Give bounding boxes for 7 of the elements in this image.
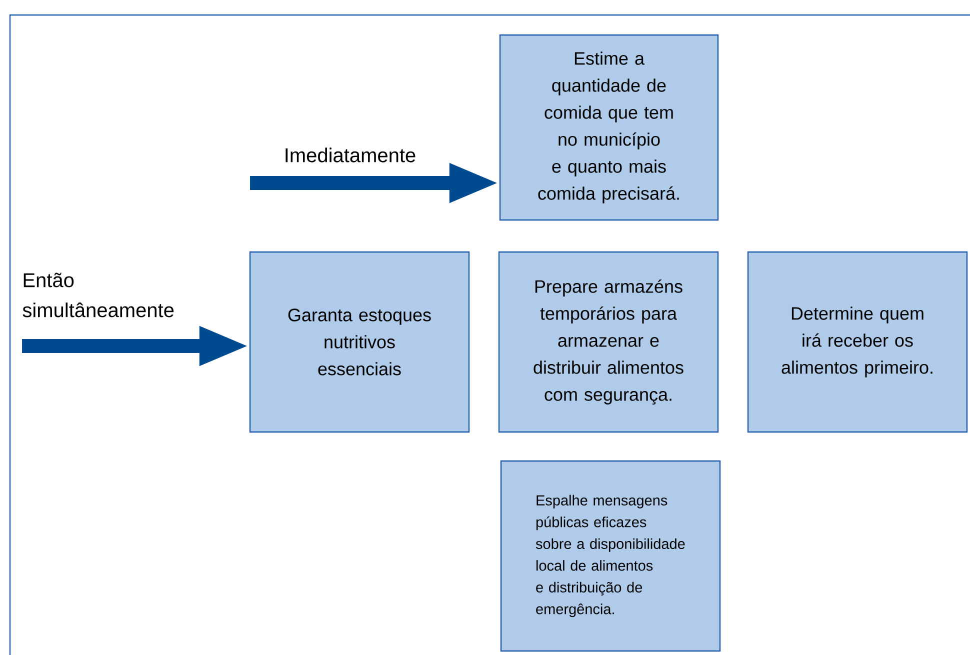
text-box: Estime a quantidade de comida que tem no município e quanto mais comida precisará.	[499, 34, 719, 221]
edge-label: Então simultâneamente	[22, 272, 174, 318]
text-box: Garanta estoques nutritivos essenciais	[249, 251, 470, 433]
text-box: Espalhe mensagens públicas eficazes sobre a disponibilidade local de alimentos e distribuição de emergência.	[500, 460, 721, 652]
edge-label: Imediatamente	[286, 148, 416, 162]
text-box: Determine quem irá receber os alimentos primeiro.	[747, 251, 968, 433]
text-box: Prepare armazéns temporários para armazenar e distribuir alimentos com segurança.	[498, 251, 719, 433]
